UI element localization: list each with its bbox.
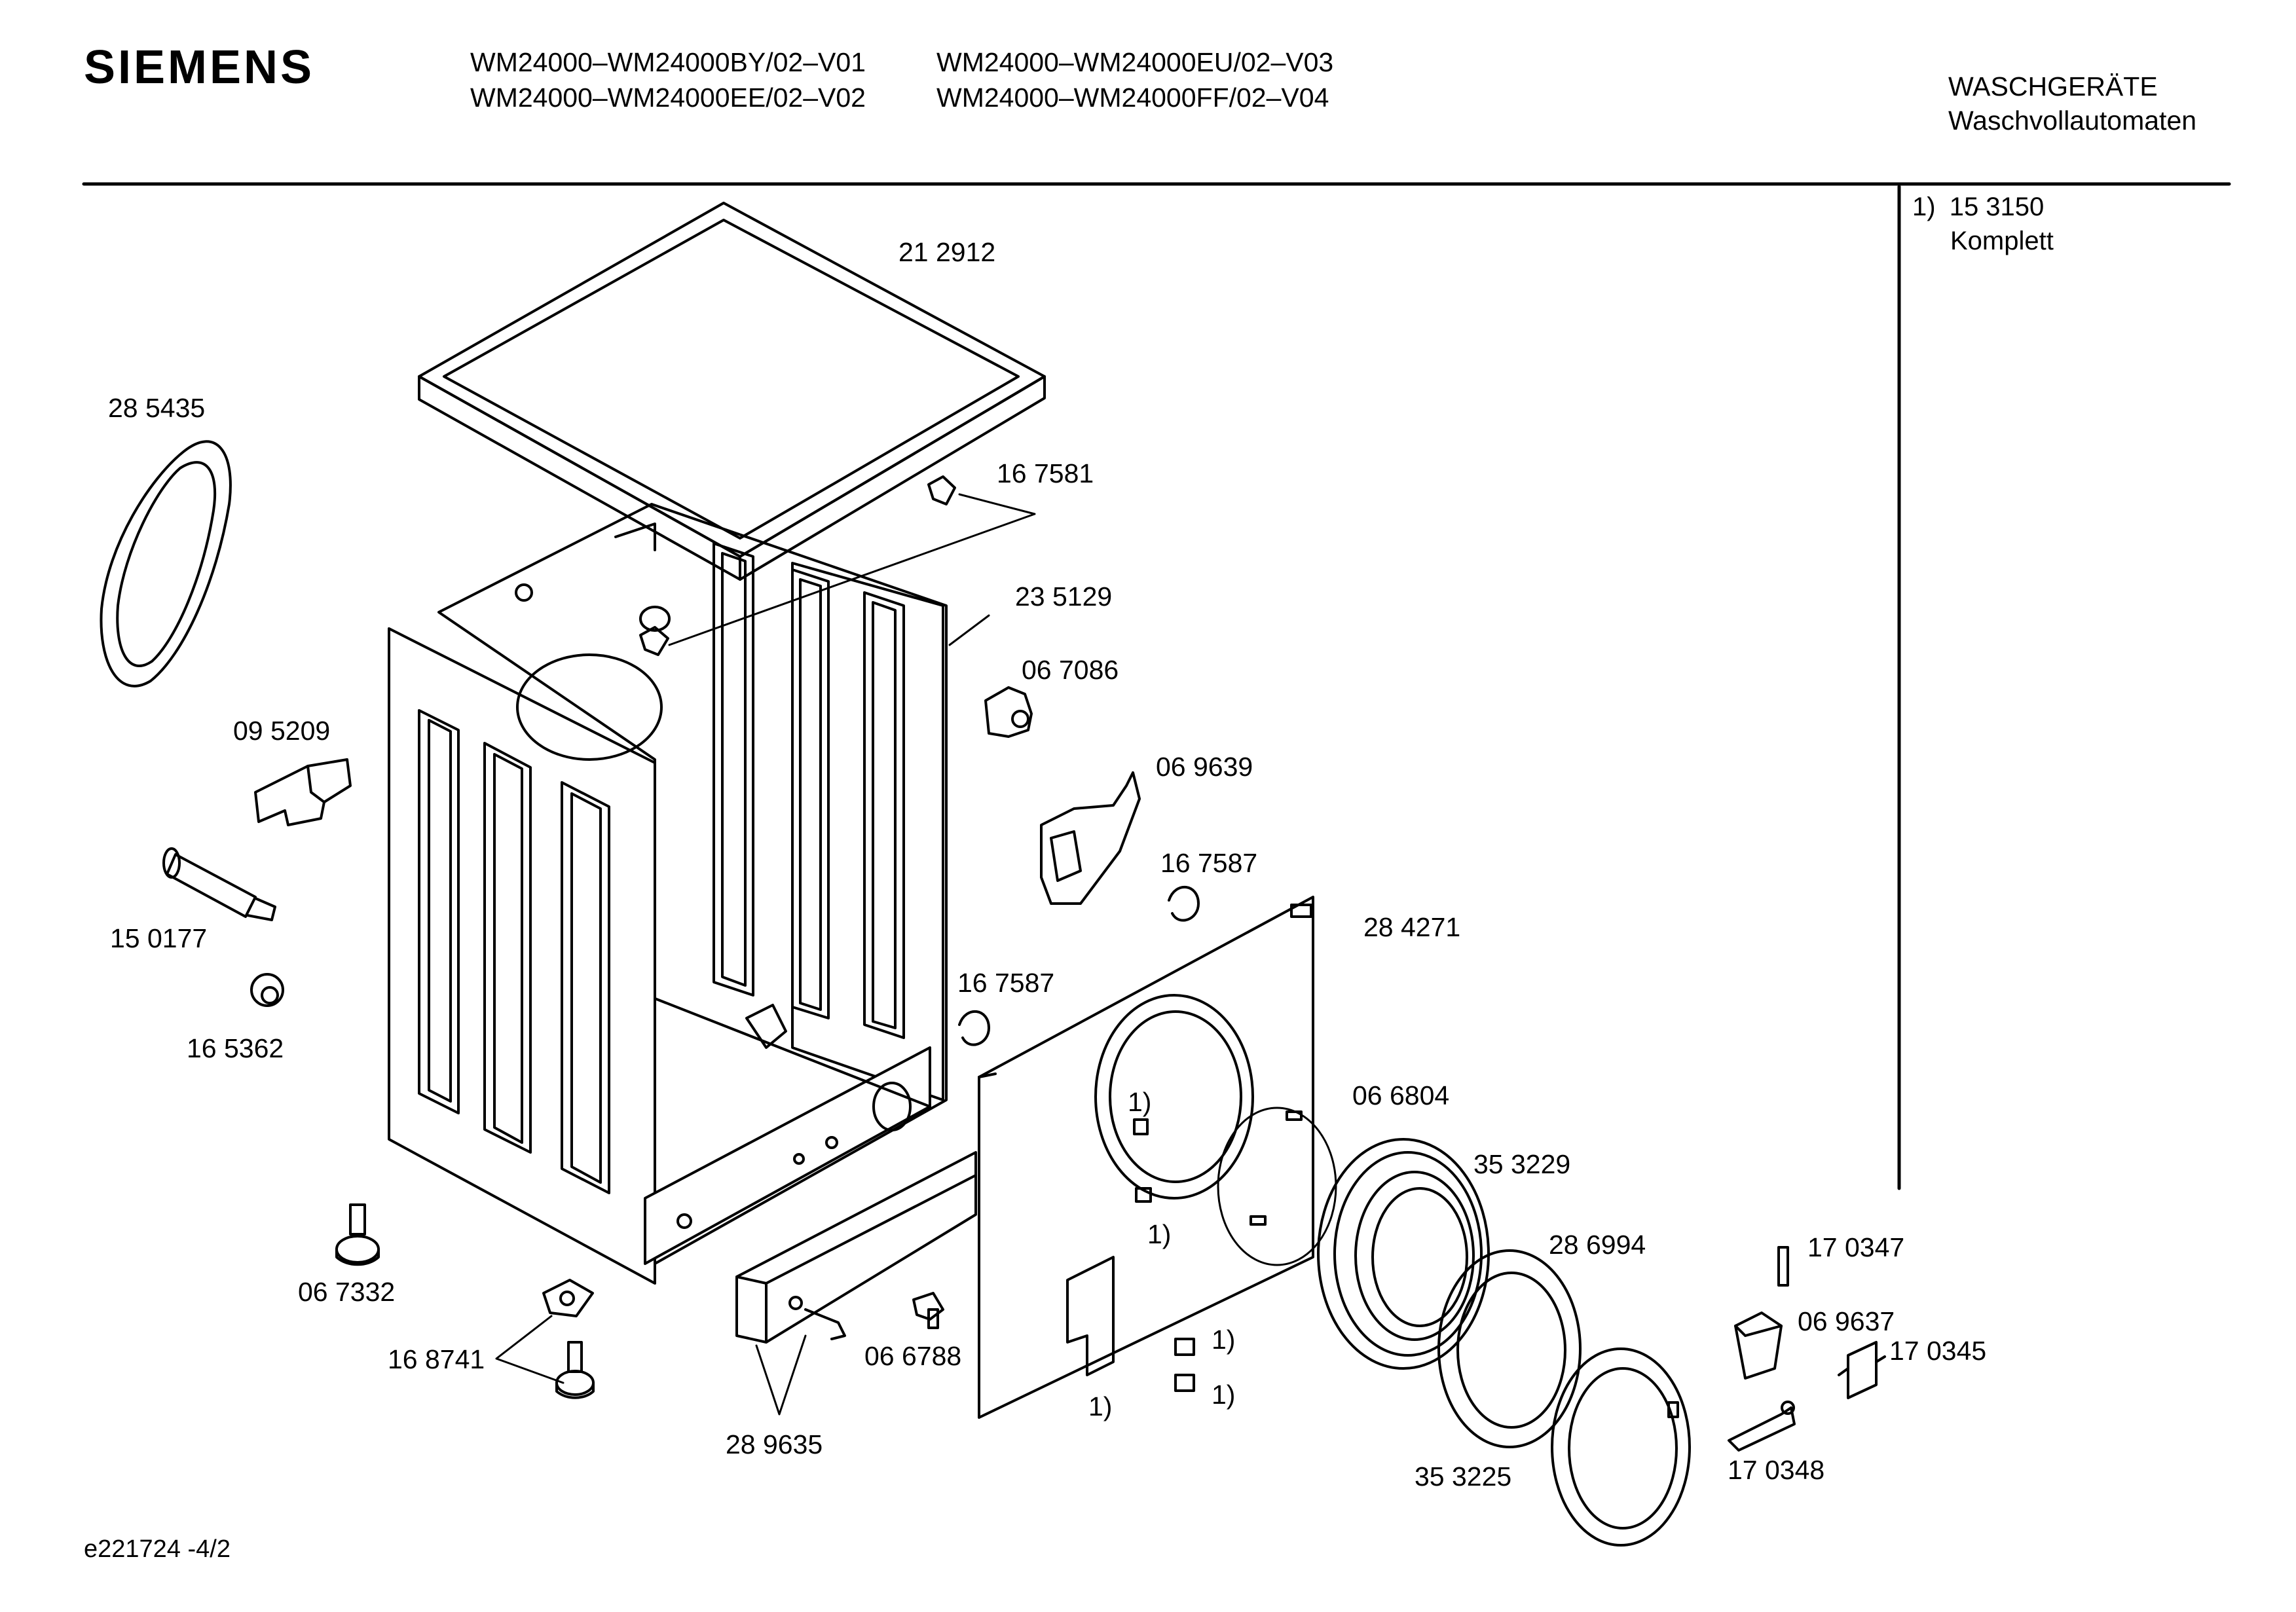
part-label-069639: 06 9639 bbox=[1156, 752, 1253, 782]
belt-part bbox=[100, 440, 232, 687]
category-title: WASCHGERÄTE bbox=[1948, 71, 2158, 101]
part-label-289635: 28 9635 bbox=[726, 1429, 823, 1459]
footnote-legend: 1) 15 3150 Komplett bbox=[1912, 190, 2054, 258]
part-label-235129: 23 5129 bbox=[1015, 581, 1113, 612]
nut-part bbox=[250, 973, 284, 1007]
leader-289635 bbox=[755, 1334, 807, 1416]
cabinet-part bbox=[388, 503, 948, 1285]
brand-logo: SIEMENS bbox=[84, 41, 315, 94]
part-label-353229: 35 3229 bbox=[1473, 1149, 1571, 1179]
part-label-167587-upper: 16 7587 bbox=[1160, 848, 1258, 878]
footnote-ref-hinge-lower: 1) bbox=[1088, 1391, 1113, 1421]
category-block: WASCHGERÄTE Waschvollautomaten bbox=[1948, 69, 2196, 137]
part-label-285435: 28 5435 bbox=[108, 393, 206, 423]
document-id: e221724 -4/2 bbox=[84, 1535, 231, 1563]
door-glass-part bbox=[1437, 1249, 1582, 1448]
footnote-marker: 1) bbox=[1912, 192, 1936, 221]
part-label-170345: 17 0345 bbox=[1889, 1336, 1987, 1366]
spring-part bbox=[1838, 1341, 1886, 1399]
part-label-165362: 16 5362 bbox=[187, 1033, 284, 1063]
door-frame-part bbox=[1551, 1347, 1691, 1547]
hose-part bbox=[162, 847, 276, 921]
footnote-ref-ring: 1) bbox=[1128, 1087, 1152, 1117]
spring-clip-part bbox=[958, 886, 1200, 1046]
door-ring-part bbox=[1317, 1138, 1490, 1370]
adjusting-wrench-part bbox=[542, 1279, 595, 1399]
part-label-095209: 09 5209 bbox=[233, 716, 331, 746]
model-label-3: WM24000–WM24000EU/02–V03 bbox=[936, 47, 1334, 77]
part-label-353225: 35 3225 bbox=[1415, 1461, 1512, 1492]
lever-part bbox=[1728, 1401, 1796, 1452]
top-cover-part bbox=[418, 202, 1046, 581]
part-label-069637: 06 9637 bbox=[1798, 1306, 1895, 1336]
part-label-212912: 21 2912 bbox=[898, 237, 996, 267]
part-label-066804: 06 6804 bbox=[1352, 1080, 1450, 1110]
clip-part bbox=[254, 758, 352, 826]
leader-167581 bbox=[668, 493, 1036, 646]
footnote-ref-block-upper: 1) bbox=[1212, 1325, 1236, 1355]
leader-235129 bbox=[948, 614, 990, 646]
footnote-text: Komplett bbox=[1950, 227, 2054, 255]
footnote-ref-block-lower: 1) bbox=[1212, 1380, 1236, 1410]
handle-part bbox=[1734, 1311, 1783, 1380]
door-lock-part bbox=[1040, 771, 1141, 905]
category-subtitle: Waschvollautomaten bbox=[1948, 105, 2197, 136]
screw-part bbox=[912, 1292, 944, 1329]
part-label-067332: 06 7332 bbox=[298, 1277, 396, 1307]
foot-part bbox=[335, 1203, 380, 1266]
model-label-2: WM24000–WM24000EE/02–V02 bbox=[470, 82, 866, 113]
footnote-part-number: 15 3150 bbox=[1949, 192, 2045, 221]
part-label-170348: 17 0348 bbox=[1728, 1455, 1825, 1485]
part-label-150177: 15 0177 bbox=[110, 923, 208, 953]
base-strip-part bbox=[735, 1151, 977, 1344]
part-label-066788: 06 6788 bbox=[864, 1341, 962, 1371]
part-label-286994: 28 6994 bbox=[1549, 1230, 1646, 1260]
leader-168741 bbox=[495, 1315, 565, 1384]
model-label-4: WM24000–WM24000FF/02–V04 bbox=[936, 82, 1329, 113]
pin-part bbox=[1777, 1246, 1789, 1287]
footnote-ref-hinge: 1) bbox=[1147, 1219, 1172, 1249]
part-label-167581: 16 7581 bbox=[997, 458, 1094, 488]
part-label-170347: 17 0347 bbox=[1807, 1232, 1905, 1262]
latch-clip-part bbox=[639, 475, 956, 656]
part-label-167587-lower: 16 7587 bbox=[957, 968, 1055, 998]
part-label-168741: 16 8741 bbox=[388, 1344, 485, 1374]
part-label-284271: 28 4271 bbox=[1363, 912, 1461, 942]
model-label-1: WM24000–WM24000BY/02–V01 bbox=[470, 47, 866, 77]
part-label-067086: 06 7086 bbox=[1022, 655, 1119, 685]
front-panel-part bbox=[978, 896, 1314, 1419]
hook-part bbox=[984, 686, 1033, 738]
